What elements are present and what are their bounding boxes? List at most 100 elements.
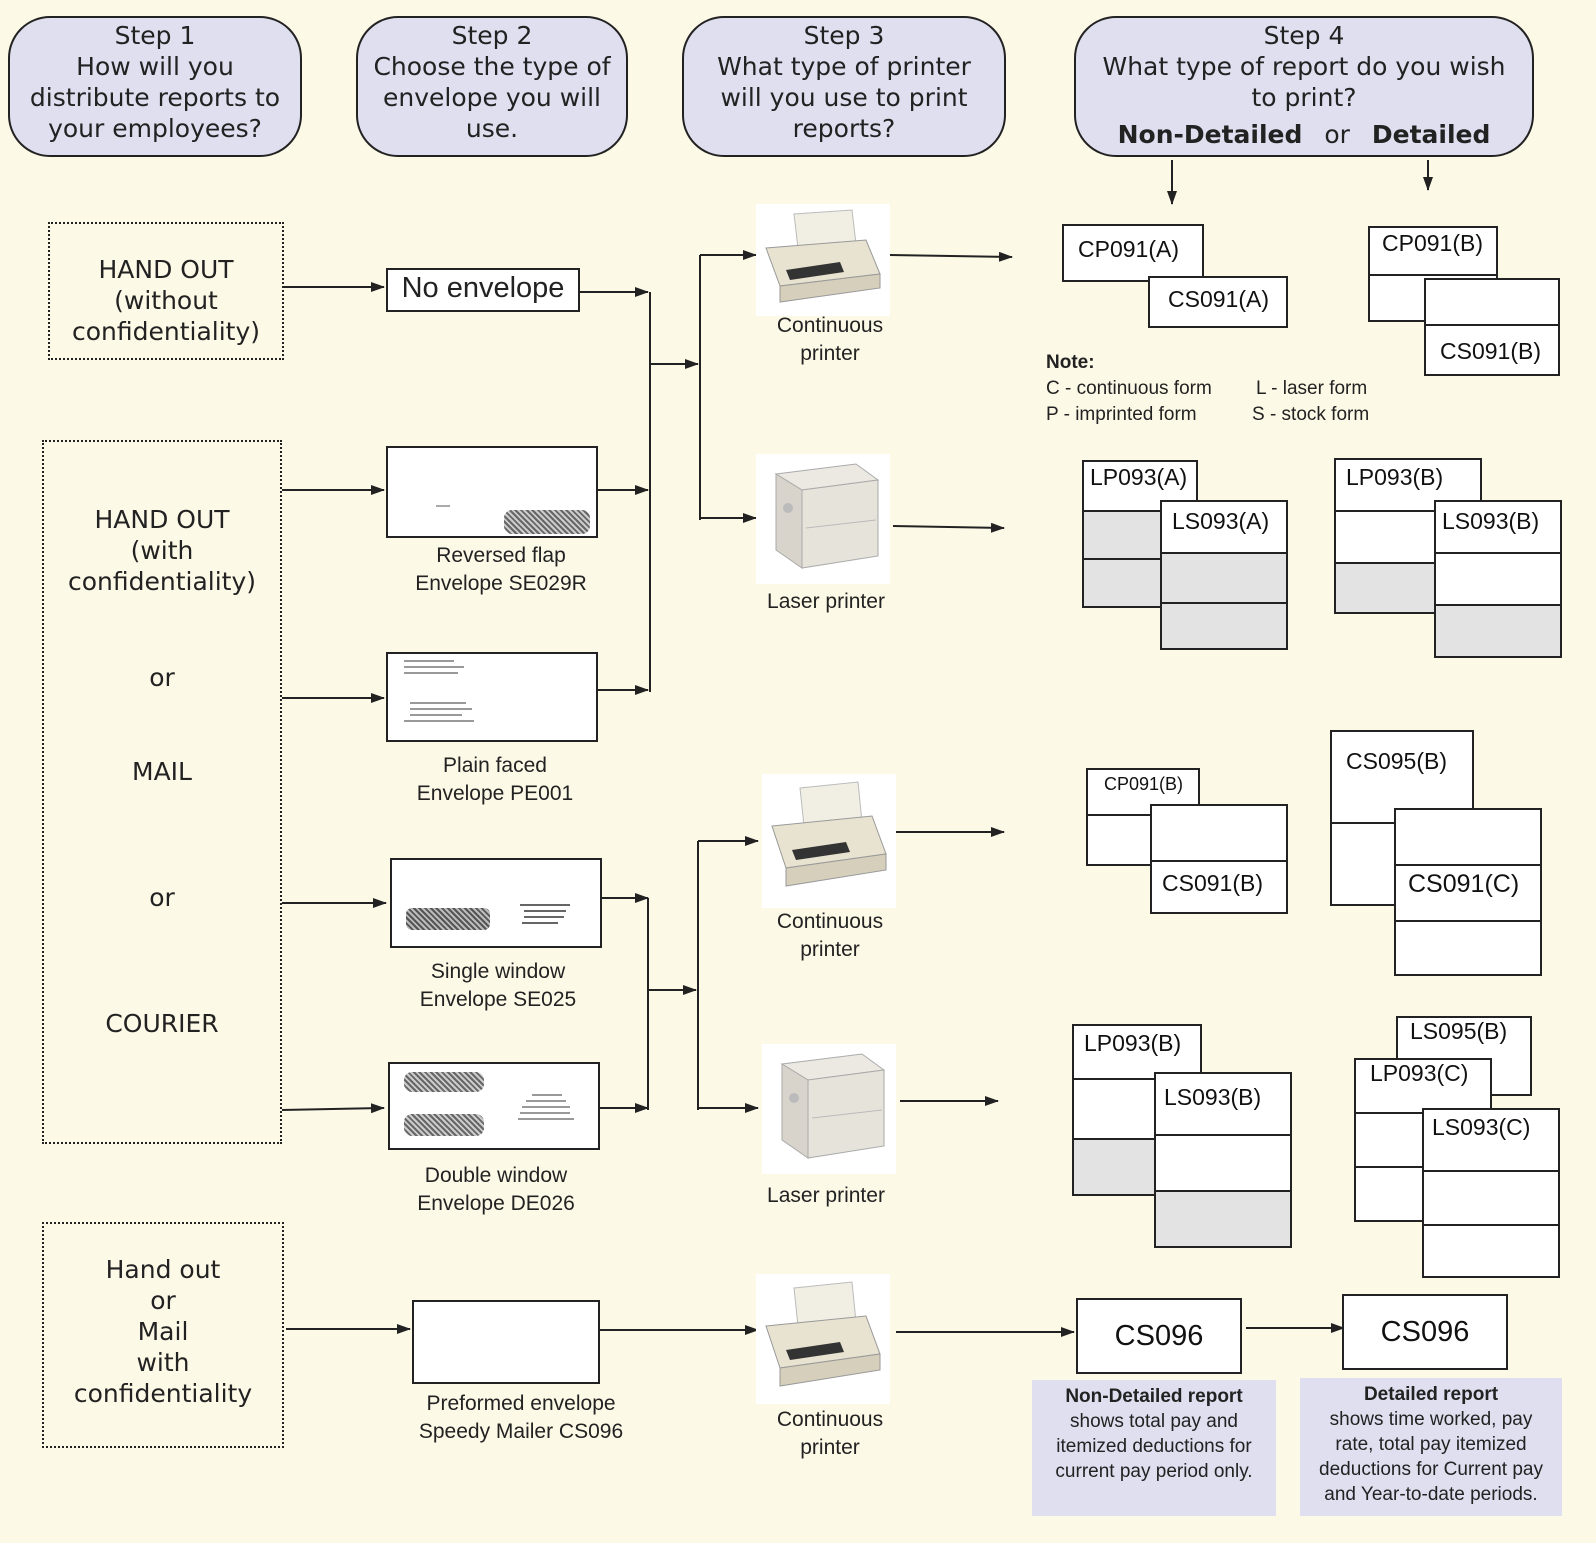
option-detailed: Detailed (1371, 120, 1491, 149)
note-s: S - stock form (1252, 404, 1370, 425)
caption-line: Continuous (776, 1408, 884, 1431)
caption-line: Continuous (776, 910, 884, 933)
info-line: rate, total pay itemized (1335, 1434, 1527, 1455)
form-label: CS095(B) (1346, 748, 1447, 774)
envelope-de026-image (388, 1062, 600, 1150)
step-question: your employees? (48, 114, 262, 143)
form-cp091a: CP091(A) (1062, 224, 1204, 282)
option-or: or (1324, 120, 1350, 149)
caption-line: Plain faced (443, 754, 547, 777)
form-label: LP093(B) (1346, 464, 1444, 490)
form-cs091c: CS091(C) (1394, 808, 1542, 976)
form-label: LP093(C) (1370, 1060, 1469, 1086)
form-label: CP091(A) (1078, 236, 1179, 262)
step-question: What type of printer (717, 52, 971, 81)
step-title: Step 3 (803, 21, 885, 50)
security-tint-icon (406, 908, 490, 930)
box-line: (with (130, 536, 194, 565)
step-question: envelope you will (382, 83, 601, 112)
form-cp091b: CP091(B) (1368, 226, 1498, 322)
caption-line: Envelope PE001 (416, 782, 574, 805)
step-title: Step 2 (451, 21, 533, 50)
info-line: current pay period only. (1055, 1461, 1253, 1482)
continuous-printer-icon (762, 774, 896, 908)
envelope-pe001-image (386, 652, 598, 742)
form-label: CS096 (1380, 1316, 1470, 1348)
step-2-header: Step 2 Choose the type of envelope you w… (356, 16, 628, 157)
info-line: and Year-to-date periods. (1324, 1484, 1538, 1505)
handout-or-mail-with-confidentiality-box: Hand out or Mail with confidentiality (42, 1222, 284, 1448)
step-question: distribute reports to (29, 83, 281, 112)
laser-printer-caption: Laser printer (752, 1182, 900, 1210)
continuous-printer-caption: Continuous printer (752, 1406, 908, 1462)
box-line: HAND OUT (98, 255, 234, 284)
no-envelope-box: No envelope (386, 268, 580, 312)
info-line: deductions for Current pay (1319, 1459, 1543, 1480)
no-envelope-label: No envelope (401, 272, 565, 304)
step-question: reports? (792, 114, 896, 143)
caption-line: Envelope DE026 (417, 1192, 575, 1215)
caption-line: Reversed flap (436, 544, 566, 567)
caption-line: Double window (424, 1164, 568, 1187)
caption-line: Envelope SE025 (419, 988, 577, 1011)
envelope-de026-caption: Double window Envelope DE026 (372, 1162, 620, 1218)
box-line: confidentiality) (71, 317, 261, 346)
courier-label: COURIER (105, 1009, 219, 1038)
envelope-se025-caption: Single window Envelope SE025 (374, 958, 622, 1014)
form-cs091a: CS091(A) (1148, 276, 1288, 328)
envelope-se029r-caption: Reversed flap Envelope SE029R (372, 542, 630, 598)
laser-printer-icon (762, 1044, 896, 1174)
non-detailed-report-info: Non-Detailed report shows total pay and … (1032, 1380, 1276, 1516)
form-label: LS093(B) (1442, 508, 1540, 534)
form-label: LS093(C) (1432, 1114, 1531, 1140)
form-cs091b: CS091(B) (1150, 804, 1288, 914)
caption-line: Continuous (776, 314, 884, 337)
caption-line: printer (800, 342, 860, 365)
step-question: Choose the type of (373, 52, 611, 81)
box-line: Mail (137, 1317, 189, 1346)
form-ls093c: LS093(C) (1422, 1108, 1560, 1278)
step-1-header: Step 1 How will you distribute reports t… (8, 16, 302, 157)
continuous-printer-icon (756, 204, 890, 316)
step-title: Step 1 (114, 21, 196, 50)
note-title: Note: (1046, 352, 1095, 373)
laser-printer-icon (756, 454, 890, 584)
caption-line: Single window (430, 960, 566, 983)
form-label: LS095(B) (1410, 1018, 1508, 1044)
form-label: CP091(B) (1382, 230, 1483, 256)
form-ls093b-lower: LS093(B) (1154, 1072, 1292, 1248)
continuous-printer-icon (756, 1274, 890, 1404)
form-cs091b-stack: CS091(B) (1424, 278, 1560, 376)
security-tint-icon (404, 1072, 484, 1092)
laser-printer-caption: Laser printer (752, 588, 900, 616)
box-line: (without (114, 286, 218, 315)
box-line: HAND OUT (94, 505, 230, 534)
info-line: itemized deductions for (1056, 1436, 1252, 1457)
box-line: with (136, 1348, 190, 1377)
continuous-printer-caption: Continuous printer (752, 908, 908, 964)
caption-line: Speedy Mailer CS096 (418, 1420, 624, 1443)
form-label: CS091(A) (1168, 286, 1269, 312)
box-line: confidentiality) (67, 567, 257, 596)
form-label: LP093(A) (1090, 464, 1188, 490)
form-label: CP091(B) (1104, 774, 1184, 794)
caption-line: printer (800, 938, 860, 961)
box-line: confidentiality (73, 1379, 253, 1408)
box-line: Hand out (105, 1255, 221, 1284)
info-line: shows time worked, pay (1329, 1409, 1533, 1430)
step-3-header: Step 3 What type of printer will you use… (682, 16, 1006, 157)
info-title: Detailed report (1363, 1384, 1499, 1405)
security-tint-icon (504, 510, 590, 534)
info-title: Non-Detailed report (1065, 1386, 1243, 1407)
note-p: P - imprinted form (1046, 404, 1197, 425)
box-line: or (150, 1286, 176, 1315)
step-question: will you use to print (720, 83, 968, 112)
envelope-cs096-image (412, 1300, 600, 1384)
caption-line: Laser printer (767, 590, 885, 613)
step-question: How will you (76, 52, 234, 81)
step-question: to print? (1251, 83, 1357, 112)
step-question: What type of report do you wish (1102, 52, 1506, 81)
caption-line: Laser printer (767, 1184, 885, 1207)
envelope-se029r-image (386, 446, 598, 538)
